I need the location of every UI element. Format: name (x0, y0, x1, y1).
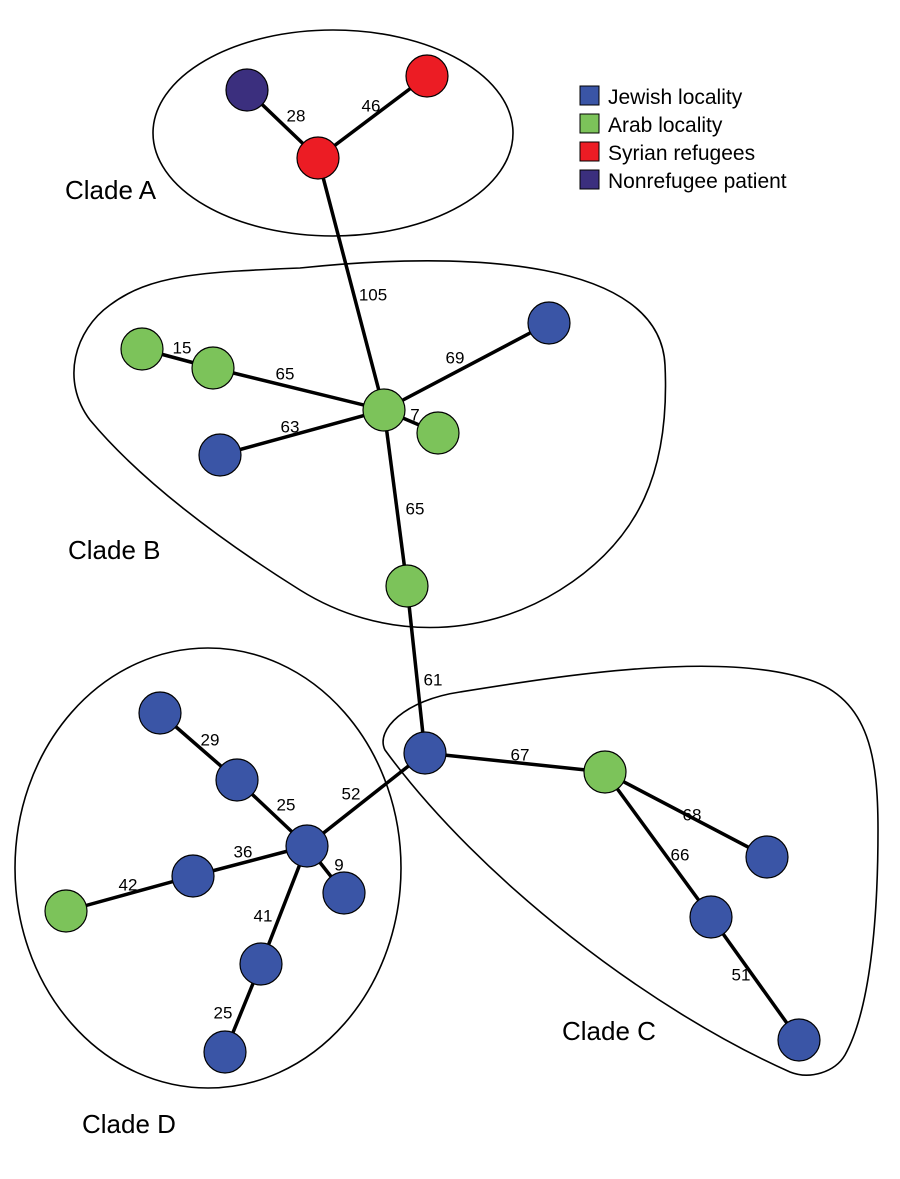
legend-label-jewish: Jewish locality (608, 86, 743, 109)
node-jewish-c_j1 (745, 835, 789, 879)
edge-label: 7 (410, 405, 419, 424)
edge-a2-a3 (316, 74, 429, 160)
legend-swatch-nonrefugee (579, 169, 600, 190)
edges (65, 74, 801, 1053)
edge-label: 42 (119, 875, 138, 894)
clade-c-outline (382, 665, 879, 1076)
edge-label: 41 (254, 906, 273, 925)
node-jewish-d_j5 (239, 942, 283, 986)
legend-swatch-jewish (579, 85, 600, 106)
edge-label: 69 (446, 348, 465, 367)
legend-swatch-arab (579, 113, 600, 134)
edge-b_hub-b_a4 (382, 409, 409, 587)
node-arab-b_a1 (120, 327, 164, 371)
edge-label: 61 (424, 670, 443, 689)
legend-label-nonrefugee: Nonrefugee patient (608, 170, 787, 193)
node-jewish-d_j2 (215, 758, 259, 802)
node-arab-b_a4 (385, 564, 429, 608)
node-jewish-d_j4 (322, 871, 366, 915)
edge-label: 9 (334, 855, 343, 874)
edge-d_a1-d_j3 (65, 874, 194, 913)
edge-label: 65 (276, 364, 295, 383)
node-arab-d_a1 (44, 889, 88, 933)
edge-a3-b_hub (316, 157, 386, 411)
clade-b-outline (73, 260, 667, 629)
edge-c_a1-c_j1 (604, 770, 768, 859)
edge-b_j1-b_hub (383, 321, 550, 412)
edge-label: 15 (173, 338, 192, 357)
node-arab-b_a3 (416, 411, 460, 455)
edge-label: 67 (511, 745, 530, 764)
clade-d-label: Clade D (82, 1109, 176, 1139)
node-syrian-a3 (296, 136, 340, 180)
legend-label-arab: Arab locality (608, 114, 723, 137)
edge-label: 68 (683, 805, 702, 824)
clade-a-outline (152, 29, 514, 237)
clade-b-label: Clade B (68, 535, 161, 565)
node-arab-b_hub (362, 388, 406, 432)
node-jewish-d_j1 (138, 691, 182, 735)
node-nonrefugee-a1 (225, 68, 269, 112)
edge-labels: 28 46 105 15 65 69 63 7 65 61 67 68 66 51 52 29 25 36 42 9 4… (119, 96, 751, 1022)
node-arab-b_a2 (191, 346, 235, 390)
clade-labels: Clade A Clade B Clade C Clade D (65, 175, 656, 1139)
node-jewish-b_j2 (198, 433, 242, 477)
edge-label: 29 (201, 730, 220, 749)
clade-c-label: Clade C (562, 1016, 656, 1046)
edge-b_a2-b_hub (212, 366, 385, 412)
edge-label: 25 (214, 1003, 233, 1022)
node-arab-c_a1 (583, 750, 627, 794)
edge-c_j2-c_j3 (709, 915, 801, 1042)
edge-label: 66 (671, 845, 690, 864)
clade-a-label: Clade A (65, 175, 157, 205)
legend: Jewish locality Arab locality Syrian ref… (579, 85, 787, 193)
edge-label: 63 (281, 417, 300, 436)
clade-outlines (14, 29, 879, 1089)
node-jewish-d_j6 (203, 1030, 247, 1074)
edge-label: 46 (362, 96, 381, 115)
node-jewish-c_j2 (689, 895, 733, 939)
edge-label: 28 (287, 106, 306, 125)
edge-b_j2-b_hub (219, 408, 385, 457)
edge-c_a1-c_j2 (603, 770, 713, 919)
edge-label: 52 (342, 784, 361, 803)
edge-label: 25 (277, 795, 296, 814)
nodes (44, 54, 821, 1074)
clade-d-outline (14, 647, 402, 1089)
node-jewish-d_hub (285, 824, 329, 868)
edge-b_a4-c_hub (405, 585, 427, 754)
edge-label: 65 (406, 499, 425, 518)
edge-label: 51 (732, 965, 751, 984)
node-jewish-d_j3 (171, 854, 215, 898)
node-jewish-c_hub (403, 731, 447, 775)
edge-label: 36 (234, 842, 253, 861)
legend-label-syrian: Syrian refugees (608, 142, 755, 165)
node-syrian-a2 (405, 54, 449, 98)
node-jewish-b_j1 (527, 301, 571, 345)
node-jewish-c_j3 (777, 1018, 821, 1062)
edge-c_hub-c_a1 (424, 751, 606, 774)
edge-c_hub-d_hub (305, 751, 427, 848)
edge-label: 105 (359, 285, 387, 304)
legend-swatch-syrian (579, 141, 600, 162)
